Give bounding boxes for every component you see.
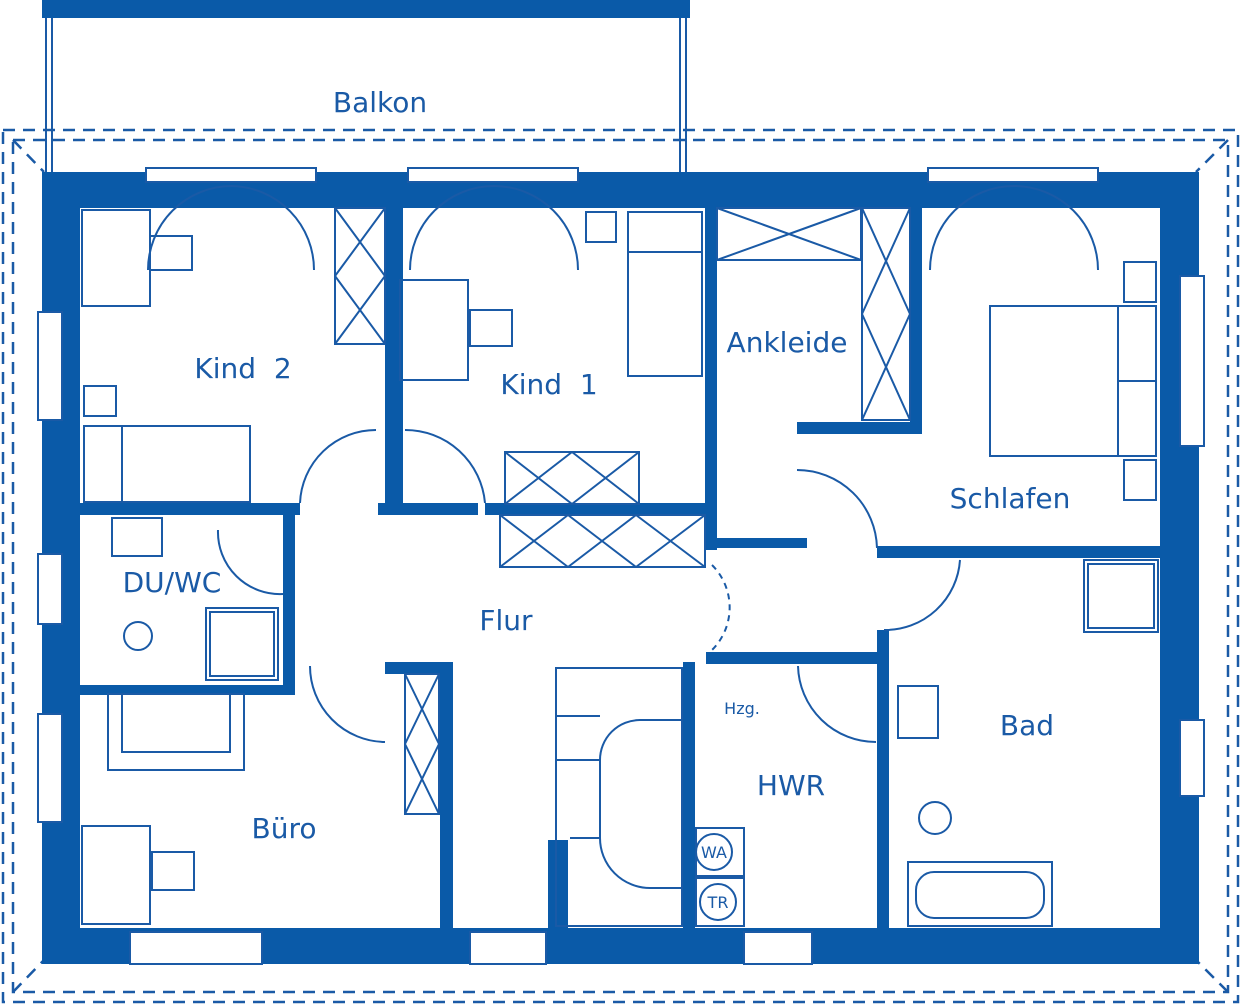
room-label-flur: Flur <box>479 604 533 637</box>
fixture-label-dryer: TR <box>707 893 729 912</box>
fixture-label-washer: WA <box>701 843 727 862</box>
room-label-schlafen: Schlafen <box>950 482 1071 515</box>
wardrobes <box>334 207 911 815</box>
fixture-label-heating: Hzg. <box>724 699 760 718</box>
door-swings <box>147 185 1099 743</box>
balcony <box>42 0 690 172</box>
room-label-duwc: DU/WC <box>123 566 222 599</box>
interior-walls <box>80 208 1160 928</box>
room-labels: Balkon Kind 2 Kind 1 Ankleide Schlafen D… <box>123 86 1071 912</box>
room-label-bad: Bad <box>1000 709 1054 742</box>
room-label-buero: Büro <box>252 812 317 845</box>
furniture <box>81 209 1159 927</box>
room-label-kind1: Kind 1 <box>500 368 597 401</box>
room-label-hwr: HWR <box>757 769 825 802</box>
room-label-balkon: Balkon <box>333 86 427 119</box>
room-label-ankleide: Ankleide <box>727 326 848 359</box>
roof-outline <box>1 128 1240 1004</box>
windows <box>37 167 1205 965</box>
room-label-kind2: Kind 2 <box>194 352 291 385</box>
